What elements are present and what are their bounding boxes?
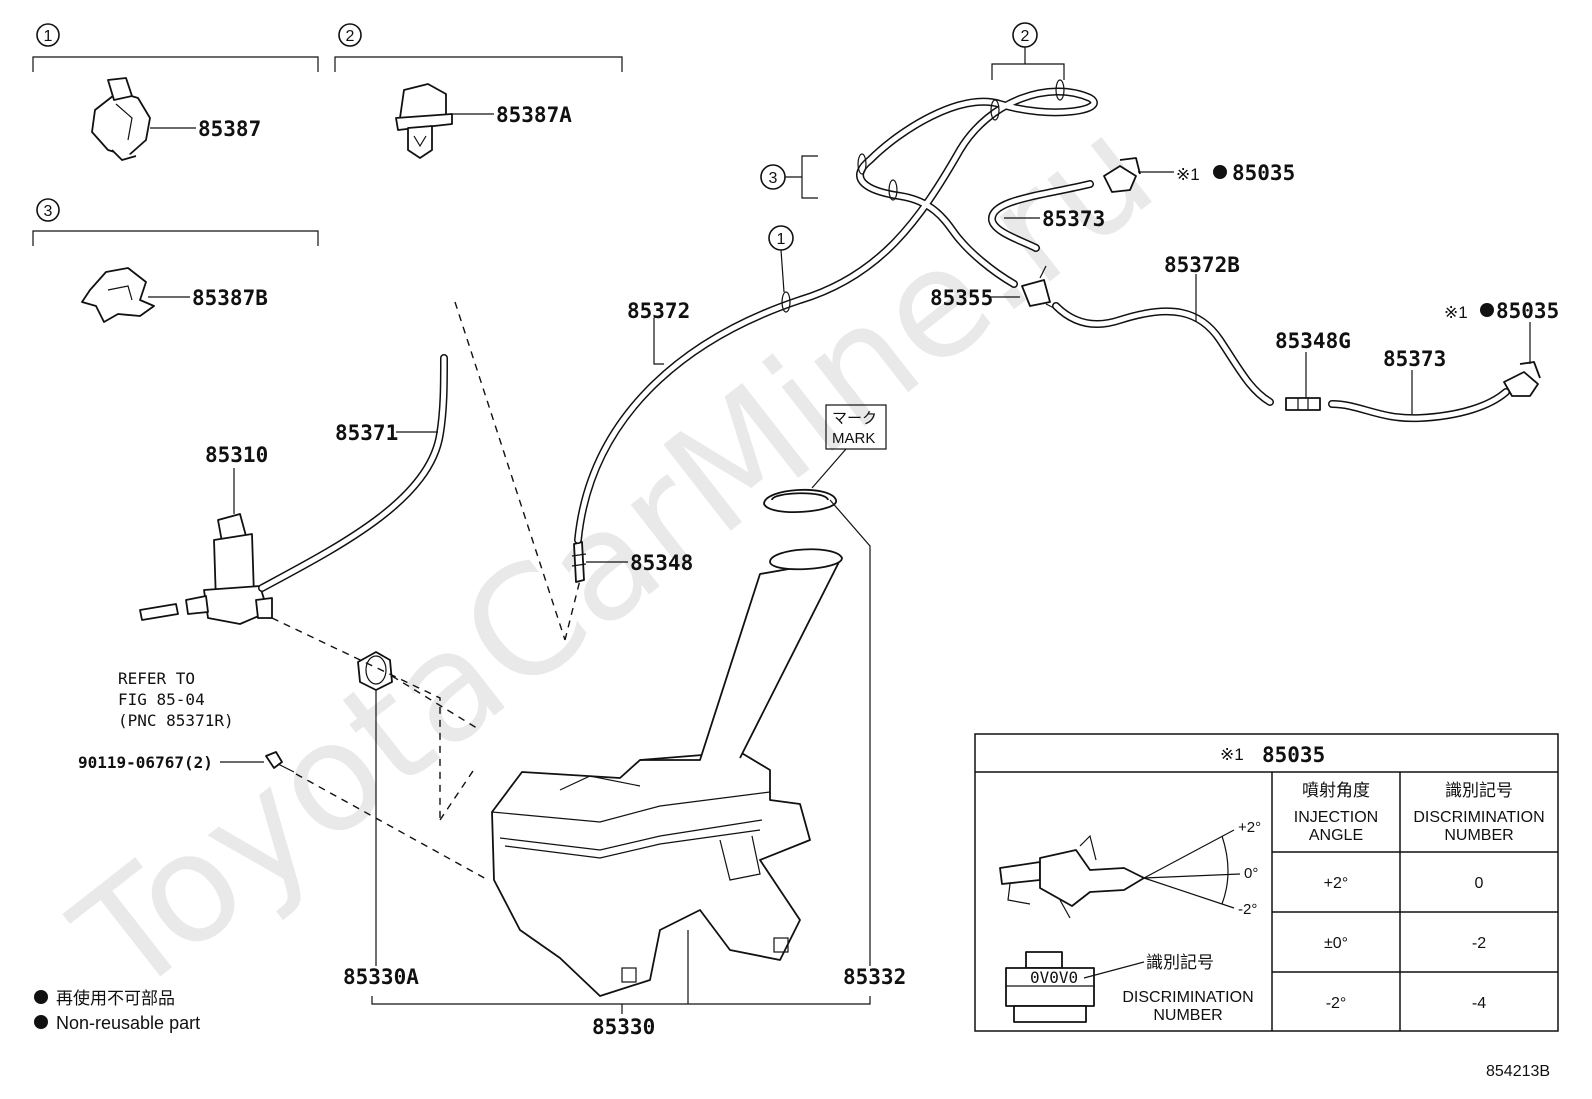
- row2-angle: ±0°: [1324, 935, 1348, 952]
- mark-label-jp: マーク: [832, 410, 877, 427]
- legend-en: Non-reusable part: [56, 1013, 200, 1033]
- part-label-85387a: 85387A: [496, 103, 572, 127]
- part-label-85035-upper: 85035: [1232, 161, 1295, 185]
- table-title-part: 85035: [1262, 743, 1325, 767]
- joint-85355: [1021, 265, 1059, 311]
- col1-header-en-2: ANGLE: [1309, 827, 1363, 844]
- disc-mark: 0V0V0: [1030, 968, 1078, 987]
- clip-85387-icon: [91, 77, 151, 161]
- callout-2-text: 2: [1021, 28, 1030, 45]
- table-title-ref: ※1: [1220, 745, 1244, 764]
- part-label-85387b: 85387B: [192, 286, 268, 310]
- clamp-marker: [857, 153, 867, 175]
- row1-angle: +2°: [1324, 875, 1349, 892]
- callout-1-text: 1: [777, 231, 786, 248]
- washer-tank-85330: [491, 548, 843, 997]
- joint-85348g: [1285, 397, 1321, 411]
- part-label-85371: 85371: [335, 421, 398, 445]
- col1-header-jp: 噴射角度: [1302, 781, 1370, 800]
- clip-85387b-icon: [81, 267, 155, 323]
- nozzle-spray-illustration: [999, 829, 1241, 919]
- figure-id: 854213B: [1486, 1063, 1550, 1080]
- part-label-85348g: 85348G: [1275, 329, 1351, 353]
- part-label-85373-lower: 85373: [1383, 347, 1446, 371]
- row3-number: -4: [1472, 995, 1486, 1012]
- part-label-85372: 85372: [627, 299, 690, 323]
- group-number-1: 1: [44, 28, 53, 45]
- part-label-85348: 85348: [630, 551, 693, 575]
- legend-dot-en: [34, 1015, 48, 1029]
- bolt-90119: [265, 751, 295, 773]
- washer-pump-85310: [139, 513, 273, 625]
- disc-label-en-1: DISCRIMINATION: [1122, 989, 1253, 1006]
- clip-group-3: 3 85387B: [32, 198, 319, 323]
- mark-label-en: MARK: [832, 430, 875, 447]
- row1-number: 0: [1475, 875, 1484, 892]
- part-label-85372b: 85372B: [1164, 253, 1240, 277]
- col2-header-en-2: NUMBER: [1444, 827, 1513, 844]
- discrimination-number-illustration: [1005, 951, 1095, 1023]
- part-label-85355: 85355: [930, 286, 993, 310]
- part-label-85035-lower: 85035: [1496, 299, 1559, 323]
- non-reusable-dot: [1213, 165, 1227, 179]
- part-label-90119: 90119-06767(2): [78, 753, 213, 772]
- clamp-marker: [990, 99, 1000, 121]
- mark-box: [825, 404, 887, 450]
- nozzle-85035-lower: [1503, 361, 1541, 397]
- grommet-85330a: [357, 651, 393, 691]
- row2-number: -2: [1472, 935, 1486, 952]
- row3-angle: -2°: [1326, 995, 1347, 1012]
- clip-85387a-icon: [395, 83, 453, 159]
- clamp-marker: [1055, 79, 1065, 101]
- group-number-2: 2: [346, 28, 355, 45]
- refer-line-3: (PNC 85371R): [118, 711, 234, 730]
- hose-85372b: [1052, 302, 1274, 406]
- refer-line-1: REFER TO: [118, 669, 195, 688]
- part-label-85387: 85387: [198, 117, 261, 141]
- col1-header-en-1: INJECTION: [1294, 809, 1378, 826]
- clip-group-2: 2 85387A: [334, 23, 623, 159]
- hose-85371: [258, 354, 448, 592]
- clamp-marker: [888, 179, 898, 201]
- spray-angle-plus: +2°: [1238, 819, 1261, 836]
- legend-dot-jp: [34, 990, 48, 1004]
- asterisk-ref-upper: ※1: [1176, 165, 1200, 184]
- part-label-85330a: 85330A: [343, 965, 419, 989]
- clamp-marker: [781, 291, 791, 313]
- col2-header-jp: 識別記号: [1445, 781, 1513, 800]
- callout-3-text: 3: [769, 170, 778, 187]
- spray-angle-zero: 0°: [1244, 865, 1258, 882]
- part-label-85330: 85330: [592, 1015, 655, 1039]
- part-label-85332: 85332: [843, 965, 906, 989]
- spray-angle-minus: -2°: [1238, 901, 1257, 918]
- legend-jp: 再使用不可部品: [56, 988, 175, 1008]
- part-label-85310: 85310: [205, 443, 268, 467]
- refer-line-2: FIG 85-04: [118, 690, 205, 709]
- disc-label-jp: 識別記号: [1146, 953, 1214, 972]
- nozzle-85035-upper: [1103, 157, 1141, 193]
- col2-header-en-1: DISCRIMINATION: [1413, 809, 1544, 826]
- asterisk-ref-lower: ※1: [1444, 303, 1468, 322]
- injection-angle-table: ※1 85035 噴射角度 INJECTION ANGLE 識別記号 DISCR…: [974, 733, 1559, 1032]
- tank-cap-85332: [763, 488, 837, 513]
- group-number-3: 3: [44, 203, 53, 220]
- non-reusable-dot: [1480, 303, 1494, 317]
- clip-group-1: 1 85387: [32, 23, 319, 161]
- part-label-85373-upper: 85373: [1042, 207, 1105, 231]
- disc-label-en-2: NUMBER: [1153, 1007, 1222, 1024]
